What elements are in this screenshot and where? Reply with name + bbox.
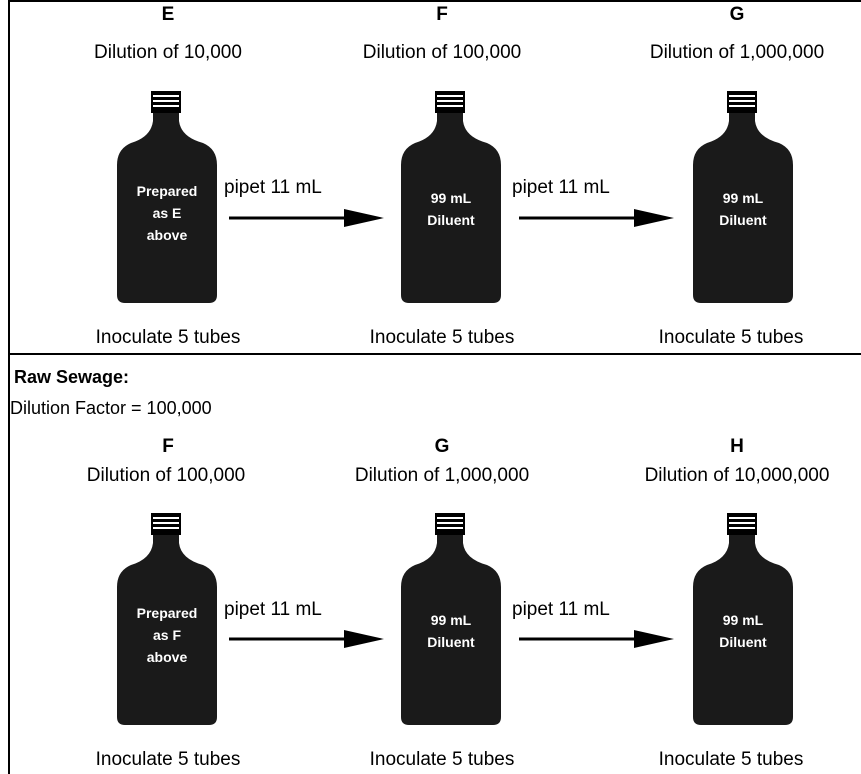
inoculate-label: Inoculate 5 tubes [658,327,804,348]
bottle-g: 99 mL Diluent [693,91,793,303]
section-title: Raw Sewage: [14,367,130,387]
dilution-label: Dilution of 1,000,000 [649,42,825,63]
bottle-label-line: Diluent [427,212,475,228]
bottle-h: 99 mL Diluent [693,513,793,725]
bottle-label-line: above [146,649,188,665]
bottle-icon [693,513,793,725]
bottle-label-line: as F [152,627,181,643]
inoculate-label: Inoculate 5 tubes [369,327,515,348]
bottle-label-line: Prepared [136,605,198,621]
bottle-f: 99 mL Diluent [401,91,501,303]
bottle-label-line: above [146,227,188,243]
dilution-label: Dilution of 10,000 [94,42,242,63]
bottle-f: Prepared as F above [117,513,217,725]
bottle-g: 99 mL Diluent [401,513,501,725]
bottle-label-line: as E [152,205,182,221]
bottle-label-line: 99 mL [722,612,764,628]
bottle-letter: H [730,436,744,457]
bottle-label-line: 99 mL [430,612,472,628]
bottle-letter: G [434,436,450,457]
bottle-letter: F [436,4,448,25]
arrow-right-icon [229,630,384,648]
transfer-label: pipet 11 mL [512,177,610,198]
bottle-letter: E [161,4,175,25]
frame-top-border [8,0,861,2]
dilution-label: Dilution of 100,000 [362,42,522,63]
inoculate-label: Inoculate 5 tubes [95,327,241,348]
arrow-right-icon [519,209,674,227]
bottle-label-line: 99 mL [722,190,764,206]
dilution-label: Dilution of 10,000,000 [644,465,830,486]
bottle-label-line: Diluent [719,634,767,650]
inoculate-label: Inoculate 5 tubes [369,749,515,770]
bottle-label-line: Diluent [719,212,767,228]
frame-left-border [8,0,10,774]
transfer-label: pipet 11 mL [224,599,322,620]
section-divider [8,353,861,355]
dilution-label: Dilution of 100,000 [86,465,246,486]
transfer-label: pipet 11 mL [224,177,322,198]
inoculate-label: Inoculate 5 tubes [95,749,241,770]
bottle-e: Prepared as E above [117,91,217,303]
bottle-icon [401,513,501,725]
transfer-label: pipet 11 mL [512,599,610,620]
bottle-letter: F [162,436,174,457]
bottle-icon [117,91,217,303]
bottle-icon [401,91,501,303]
inoculate-label: Inoculate 5 tubes [658,749,804,770]
arrow-right-icon [229,209,384,227]
bottle-icon [117,513,217,725]
bottle-label-line: Diluent [427,634,475,650]
dilution-label: Dilution of 1,000,000 [354,465,530,486]
arrow-right-icon [519,630,674,648]
dilution-factor: Dilution Factor = 100,000 [10,398,212,418]
bottle-label-line: Prepared [136,183,198,199]
bottle-letter: G [729,4,745,25]
bottle-icon [693,91,793,303]
bottle-label-line: 99 mL [430,190,472,206]
